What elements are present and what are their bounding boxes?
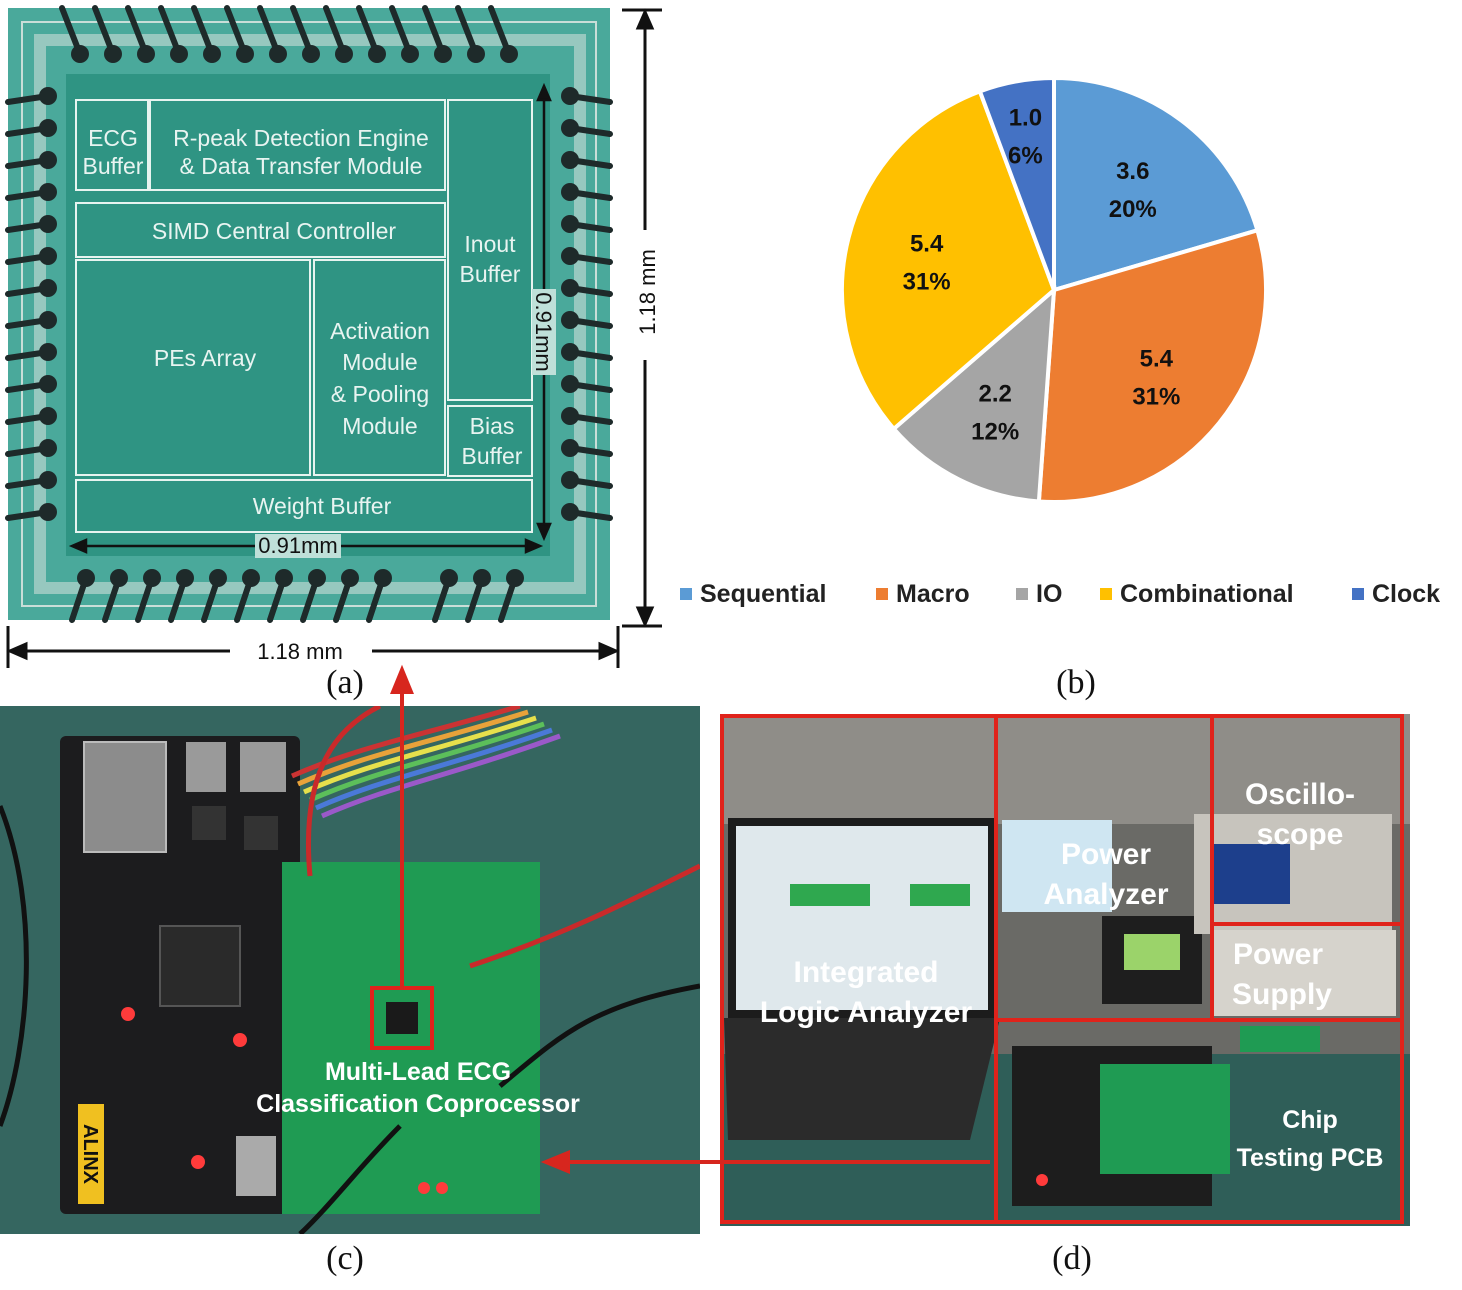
setup-frames — [720, 714, 1404, 1224]
outer-height-label: 1.18 mm — [635, 249, 660, 335]
pie-slice-sequential — [1052, 75, 1260, 293]
outer-width-label: 1.18 mm — [257, 639, 343, 664]
label-ecg-buffer-2: Buffer — [83, 153, 144, 179]
ribbon-cable — [290, 706, 561, 819]
label-activation-4: Module — [342, 413, 417, 439]
caption-d: (d) — [1052, 1240, 1092, 1277]
label-oscilloscope-1: Oscillo- — [1245, 778, 1355, 811]
pie-value-label-clock: 1.0 — [1009, 104, 1042, 131]
label-weight-buffer: Weight Buffer — [253, 493, 392, 519]
caption-c: (c) — [326, 1240, 364, 1277]
label-oscilloscope-2: scope — [1257, 818, 1344, 851]
block-simd-controller — [75, 202, 446, 258]
coprocessor-label-1: Multi-Lead ECG — [325, 1058, 511, 1086]
label-activation-1: Activation — [330, 318, 430, 344]
legend-swatch-io — [1016, 588, 1028, 600]
legend-swatch-macro — [876, 588, 888, 600]
pie-slice-combinational — [840, 88, 1057, 432]
legend-swatch-combinational — [1100, 588, 1112, 600]
label-logic-analyzer-1: Integrated — [793, 956, 938, 989]
bond-wires — [5, 5, 613, 623]
block-pes-array — [75, 259, 311, 476]
pie-percent-label-combinational: 31% — [903, 268, 951, 295]
label-power-analyzer-2: Analyzer — [1043, 878, 1168, 911]
block-bias-buffer — [447, 405, 533, 477]
label-activation-2: Module — [342, 349, 417, 375]
label-simd: SIMD Central Controller — [152, 218, 396, 244]
legend-label-io: IO — [1036, 580, 1062, 608]
pie-percent-label-macro: 31% — [1132, 383, 1180, 410]
pie-percent-label-sequential: 20% — [1109, 196, 1157, 223]
legend-label-clock: Clock — [1372, 580, 1440, 608]
block-activation-module — [313, 259, 446, 476]
legend-label-macro: Macro — [896, 580, 970, 608]
legend-swatch-sequential — [680, 588, 692, 600]
label-chip-pcb-2: Testing PCB — [1237, 1144, 1384, 1172]
label-ecg-buffer-1: ECG — [88, 125, 138, 151]
block-ecg-buffer — [75, 99, 149, 191]
pie-value-label-combinational: 5.4 — [910, 230, 944, 257]
pie-slice-clock — [977, 75, 1056, 291]
legend-label-sequential: Sequential — [700, 580, 826, 608]
pie-percent-label-clock: 6% — [1008, 142, 1043, 169]
label-pes-array: PEs Array — [154, 345, 257, 371]
label-bias-2: Buffer — [462, 443, 523, 469]
chip-die-panel: ECG Buffer R-peak Detection Engine & Dat… — [5, 5, 662, 668]
caption-a: (a) — [326, 664, 364, 701]
pie-value-label-macro: 5.4 — [1140, 345, 1174, 372]
pie-slice-macro — [1036, 227, 1268, 504]
laptop — [724, 818, 1000, 1140]
legend-label-combinational: Combinational — [1120, 580, 1294, 608]
measurement-setup-photo: Integrated Logic Analyzer Power Analyzer… — [720, 714, 1410, 1226]
test-pcb — [282, 862, 540, 1214]
coprocessor-label-2: Classification Coprocessor — [256, 1090, 580, 1118]
pie-value-label-io: 2.2 — [978, 381, 1011, 408]
inner-width-label: 0.91mm — [258, 533, 337, 558]
label-power-supply-1: Power — [1233, 938, 1323, 971]
power-breakdown-pie-chart: 3.6 20% 5.4 31% 2.2 12% 5.4 31% 1.0 6% Sequential… — [680, 75, 1440, 608]
label-inout-2: Buffer — [460, 261, 521, 287]
fpga-brand-label: ALINX — [79, 1124, 101, 1185]
caption-b: (b) — [1056, 664, 1096, 701]
label-power-supply-2: Supply — [1232, 978, 1332, 1011]
label-rpeak-2: & Data Transfer Module — [180, 153, 423, 179]
block-inout-buffer — [447, 99, 533, 401]
fpga-board: ALINX — [60, 736, 300, 1214]
pie-slice-io — [890, 285, 1057, 504]
block-rpeak-engine — [149, 99, 446, 191]
power-supply-device — [1212, 930, 1396, 1016]
block-weight-buffer — [75, 479, 533, 533]
inner-height-label: 0.91mm — [531, 292, 556, 371]
label-activation-3: & Pooling — [331, 381, 429, 407]
label-chip-pcb-1: Chip — [1282, 1106, 1338, 1134]
label-inout-1: Inout — [464, 231, 516, 257]
label-power-analyzer-1: Power — [1061, 838, 1151, 871]
label-bias-1: Bias — [470, 413, 515, 439]
pie-value-label-sequential: 3.6 — [1116, 158, 1149, 185]
legend-swatch-clock — [1352, 588, 1364, 600]
label-rpeak-1: R-peak Detection Engine — [173, 125, 429, 151]
test-board-photo: ALINX Multi-Lead ECG Classification Copr… — [0, 706, 700, 1234]
label-logic-analyzer-2: Logic Analyzer — [760, 996, 973, 1029]
pie-percent-label-io: 12% — [971, 419, 1019, 446]
